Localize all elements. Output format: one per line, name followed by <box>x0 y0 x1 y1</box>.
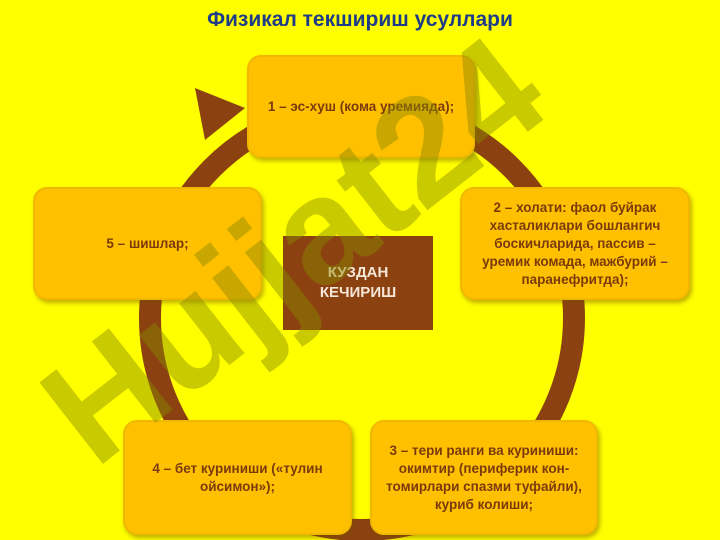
step-5-text: 5 – шишлар; <box>106 235 189 251</box>
step-2-text: 2 – холати: фаол буйрак хасталиклари бош… <box>482 199 668 287</box>
step-1-text: 1 – эс-хуш (кома уремияда); <box>267 98 455 114</box>
center-line-2: КЕЧИРИШ <box>319 284 397 301</box>
step-1-box: 1 – эс-хуш (кома уремияда); <box>247 55 475 158</box>
step-3-box: 3 – тери ранги ва куриниши: окимтир (пер… <box>370 420 598 535</box>
center-box: КУЗДАН КЕЧИРИШ <box>283 236 433 330</box>
slide-title: Физикал текшириш усуллари <box>207 8 513 31</box>
arrow-head-icon <box>195 88 245 140</box>
center-line-1: КУЗДАН <box>327 264 389 281</box>
step-4-box: 4 – бет куриниши («тулин ойсимон»); <box>123 420 352 535</box>
step-2-box: 2 – холати: фаол буйрак хасталиклари бош… <box>460 187 690 300</box>
step-3-text: 3 – тери ранги ва куриниши: окимтир (пер… <box>386 442 582 512</box>
step-5-box: 5 – шишлар; <box>33 187 262 300</box>
step-4-text: 4 – бет куриниши («тулин ойсимон»); <box>152 460 323 494</box>
